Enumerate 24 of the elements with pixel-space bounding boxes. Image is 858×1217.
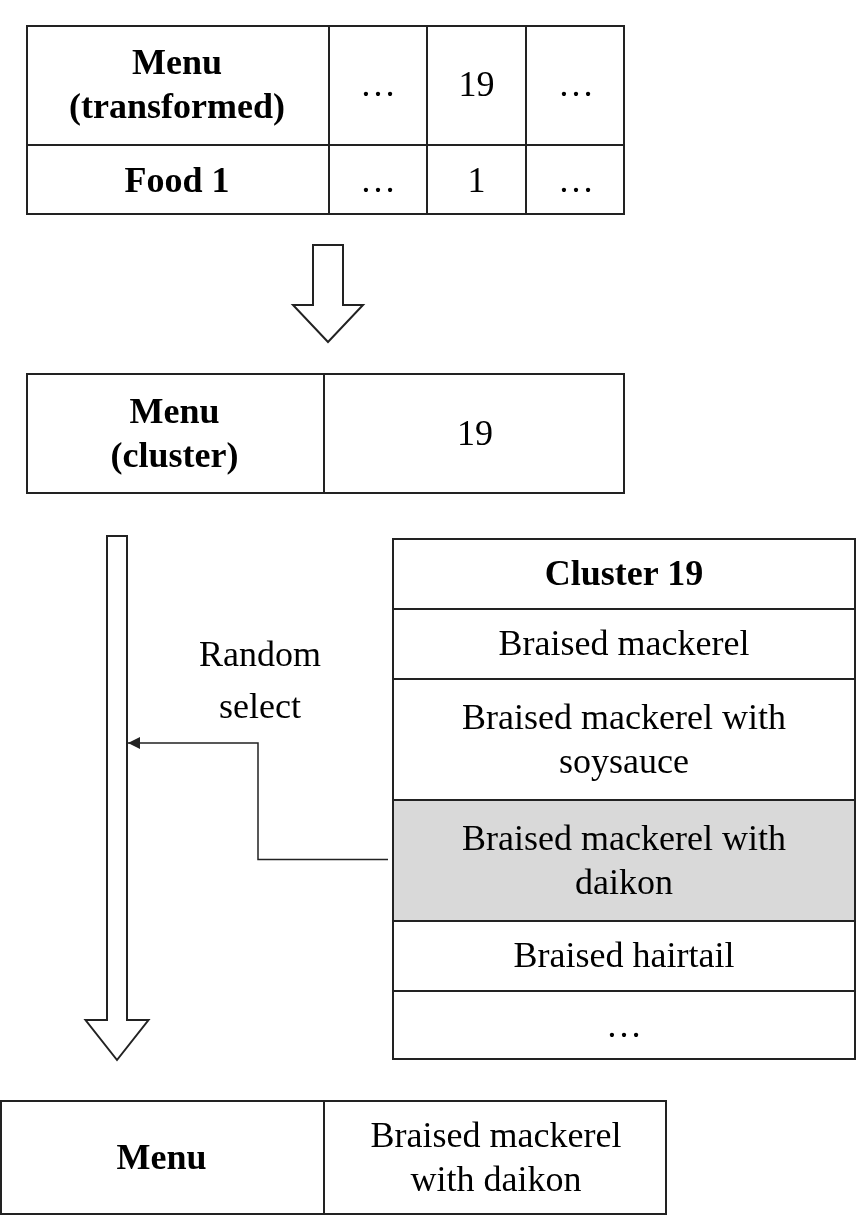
table-row: Braised hairtail — [394, 920, 854, 990]
table-cell-text: 19 — [456, 411, 494, 455]
table — [26, 373, 625, 494]
table — [392, 538, 856, 1060]
table-cell: Menu (cluster) — [26, 373, 325, 494]
block-arrow — [83, 535, 151, 1062]
table-cell: … — [527, 25, 625, 146]
table-cell: Menu — [0, 1100, 325, 1215]
table — [26, 25, 625, 215]
block-arrow — [290, 244, 366, 344]
table-cell-text: Braised mackerel with daikon — [369, 1114, 623, 1201]
table-header: Cluster 19 — [543, 552, 705, 596]
table-row: Braised mackerel with daikon — [394, 799, 854, 920]
table-row: … — [394, 990, 854, 1060]
table-row: Braised mackerel — [394, 608, 854, 678]
table-cell: 19 — [428, 25, 527, 146]
table-cell: Menu (transformed) — [26, 25, 330, 146]
table-cell: Food 1 — [26, 146, 330, 215]
table-cell: … — [330, 146, 428, 215]
table-cell: … — [330, 25, 428, 146]
table — [0, 1100, 667, 1215]
table-cell: 1 — [428, 146, 527, 215]
connector-arrow — [127, 737, 389, 861]
table-cell-text: … — [557, 158, 595, 202]
